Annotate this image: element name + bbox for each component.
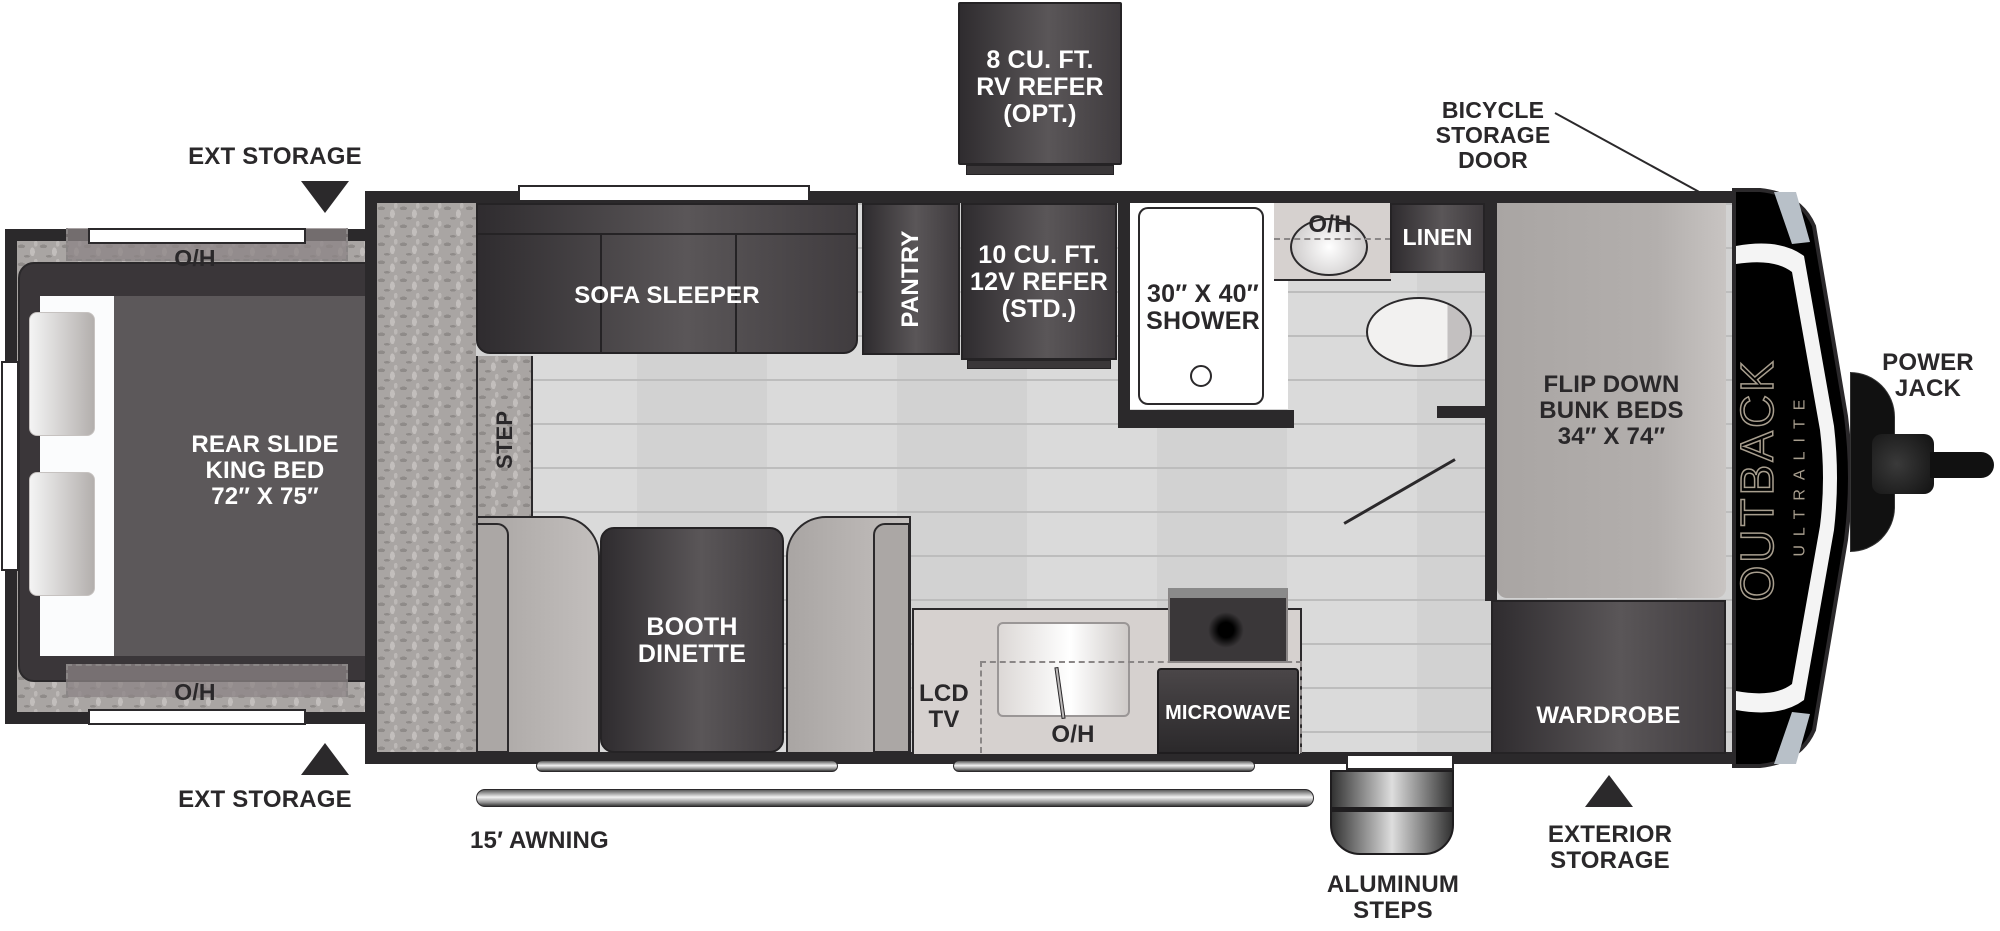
hitch-coupler bbox=[1930, 452, 1994, 478]
aluminum-steps-label: ALUMINUM STEPS bbox=[1326, 871, 1460, 924]
rear-overhead-top-label: O/H bbox=[174, 245, 216, 271]
pillow-bottom bbox=[29, 472, 95, 596]
aluminum-step-divider bbox=[1332, 807, 1452, 812]
refrigerator bbox=[961, 203, 1117, 360]
bath-overhead-label: O/H bbox=[1308, 211, 1352, 238]
bathroom-wall-bottom-right bbox=[1437, 406, 1497, 418]
bath-overhead-line bbox=[1274, 238, 1391, 240]
rear-slide-window-top bbox=[88, 228, 306, 244]
window-rail-kitchen bbox=[953, 760, 1255, 772]
rear-window bbox=[1, 361, 19, 571]
kitchen-sink bbox=[997, 622, 1130, 717]
entry-floor-strip bbox=[377, 203, 476, 752]
kitchen-overhead-label: O/H bbox=[1051, 721, 1095, 748]
bathroom-wall-bottom-left bbox=[1118, 410, 1294, 428]
pantry-label: PANTRY bbox=[897, 230, 925, 328]
sofa-back-line bbox=[478, 233, 856, 235]
bathroom-wall-left bbox=[1118, 203, 1130, 428]
stove-burner-icon bbox=[1208, 612, 1244, 648]
awning-rod[interactable] bbox=[476, 789, 1314, 807]
power-jack-label: POWER JACK bbox=[1882, 349, 1974, 402]
bunk-partition bbox=[1485, 203, 1497, 601]
wardrobe-label: WARDROBE bbox=[1536, 702, 1681, 729]
refrigerator-label: 10 CU. FT. 12V REFER (STD.) bbox=[970, 241, 1108, 323]
rear-overhead-bottom-label: O/H bbox=[174, 679, 216, 705]
optional-refrigerator bbox=[958, 2, 1122, 165]
wardrobe bbox=[1491, 600, 1726, 754]
ext-storage-top-arrow bbox=[301, 181, 349, 213]
refrigerator-base bbox=[967, 360, 1111, 369]
exterior-storage-label: EXTERIOR STORAGE bbox=[1547, 821, 1673, 874]
step-label: STEP bbox=[492, 410, 518, 470]
sofa-sleeper bbox=[476, 203, 858, 354]
brand-name: OUTBACK bbox=[1730, 357, 1784, 602]
pantry bbox=[862, 203, 960, 355]
optional-refrigerator-label: 8 CU. FT. RV REFER (OPT.) bbox=[976, 46, 1104, 128]
ext-storage-bottom-arrow bbox=[301, 743, 349, 775]
pillow-top bbox=[29, 312, 95, 436]
bicycle-storage-door-label: BICYCLE STORAGE DOOR bbox=[1435, 97, 1551, 173]
sofa-cushion-divider-1 bbox=[600, 234, 602, 352]
rear-overhead-bottom bbox=[66, 664, 348, 697]
awning-label: 15′ AWNING bbox=[470, 827, 609, 854]
bicycle-door-leader-line bbox=[1554, 112, 1700, 193]
step bbox=[476, 356, 533, 518]
microwave-label: MICROWAVE bbox=[1165, 702, 1291, 724]
sofa-cushion-divider-2 bbox=[735, 234, 737, 352]
bunk-beds-label: FLIP DOWN BUNK BEDS 34″ X 74″ bbox=[1539, 371, 1684, 450]
dinette-bench-left-back bbox=[476, 523, 509, 753]
rear-bed-label: REAR SLIDE KING BED 72″ X 75″ bbox=[191, 431, 339, 510]
lcd-tv-label: LCD TV bbox=[919, 680, 969, 733]
dinette-table bbox=[600, 527, 784, 753]
shower-label: 30″ X 40″ SHOWER bbox=[1146, 280, 1260, 335]
linen-closet bbox=[1390, 203, 1485, 273]
toilet bbox=[1366, 297, 1472, 367]
sofa-sleeper-label: SOFA SLEEPER bbox=[574, 282, 760, 309]
power-jack-body bbox=[1872, 434, 1934, 494]
entry-door[interactable] bbox=[1346, 756, 1454, 770]
dinette-bench-right-back bbox=[873, 523, 910, 753]
kitchen-overhead-outline bbox=[980, 661, 1302, 753]
dinette-label: BOOTH DINETTE bbox=[637, 613, 747, 668]
ext-storage-bottom-label: EXT STORAGE bbox=[178, 786, 352, 813]
front-cap bbox=[1732, 188, 1852, 768]
ext-storage-top-label: EXT STORAGE bbox=[188, 143, 362, 170]
linen-label: LINEN bbox=[1402, 224, 1473, 250]
shower-drain-icon bbox=[1190, 365, 1212, 387]
bunk-beds bbox=[1497, 203, 1726, 598]
brand-subname: ULTRALITE bbox=[1791, 390, 1809, 557]
sofa-window bbox=[518, 185, 810, 202]
exterior-storage-arrow bbox=[1585, 775, 1633, 807]
window-rail-dinette bbox=[536, 760, 838, 772]
aluminum-steps bbox=[1330, 770, 1454, 855]
bath-sink bbox=[1290, 218, 1368, 276]
optional-refrigerator-base bbox=[966, 165, 1114, 175]
microwave bbox=[1157, 668, 1299, 754]
rear-slide-window-bottom bbox=[88, 709, 306, 725]
